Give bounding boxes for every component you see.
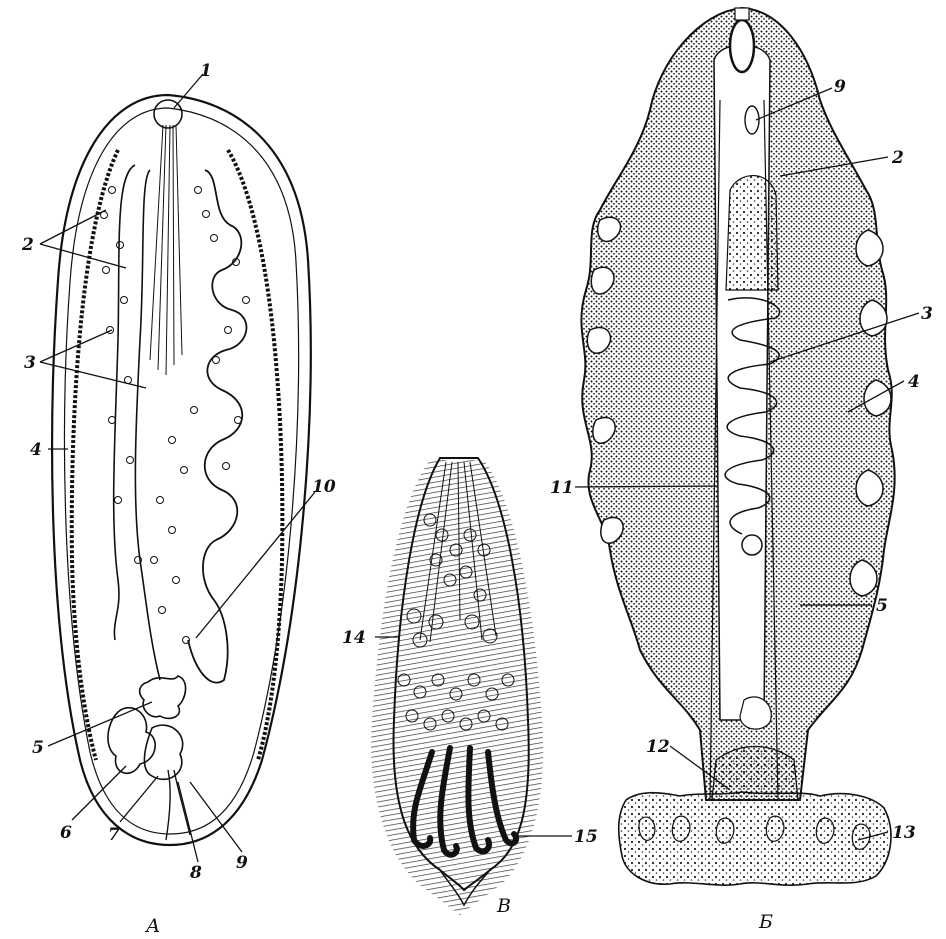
- callout-b-11: 11: [550, 478, 574, 498]
- callout-a-4: 4: [30, 440, 42, 460]
- callout-b-4: 4: [908, 372, 920, 392]
- callout-b-12: 12: [646, 737, 670, 757]
- callout-a-8: 8: [189, 863, 202, 883]
- panel-label-a: А: [144, 915, 160, 937]
- callout-b-13: 13: [892, 823, 916, 843]
- panel-v-drawing: [371, 458, 543, 915]
- callout-a-5: 5: [32, 738, 44, 758]
- callout-b-9: 9: [834, 77, 846, 97]
- callout-b-2: 2: [891, 148, 904, 168]
- callout-a-3: 3: [24, 353, 36, 373]
- panel-label-v: В: [496, 895, 511, 917]
- callout-a-2: 2: [21, 235, 34, 255]
- callout-a-10: 10: [312, 477, 336, 497]
- callout-c-14: 14: [342, 628, 366, 648]
- callout-a-9: 9: [236, 853, 248, 873]
- callout-b-3: 3: [921, 304, 933, 324]
- panel-b-drawing: [581, 8, 894, 885]
- callout-a-7: 7: [108, 825, 120, 845]
- callout-a-1: 1: [200, 61, 212, 81]
- callout-c-15: 15: [574, 827, 598, 847]
- panel-label-b: Б: [758, 911, 773, 933]
- panel-a-drawing: [52, 95, 311, 845]
- callout-a-6: 6: [60, 823, 72, 843]
- callout-b-5: 5: [876, 596, 888, 616]
